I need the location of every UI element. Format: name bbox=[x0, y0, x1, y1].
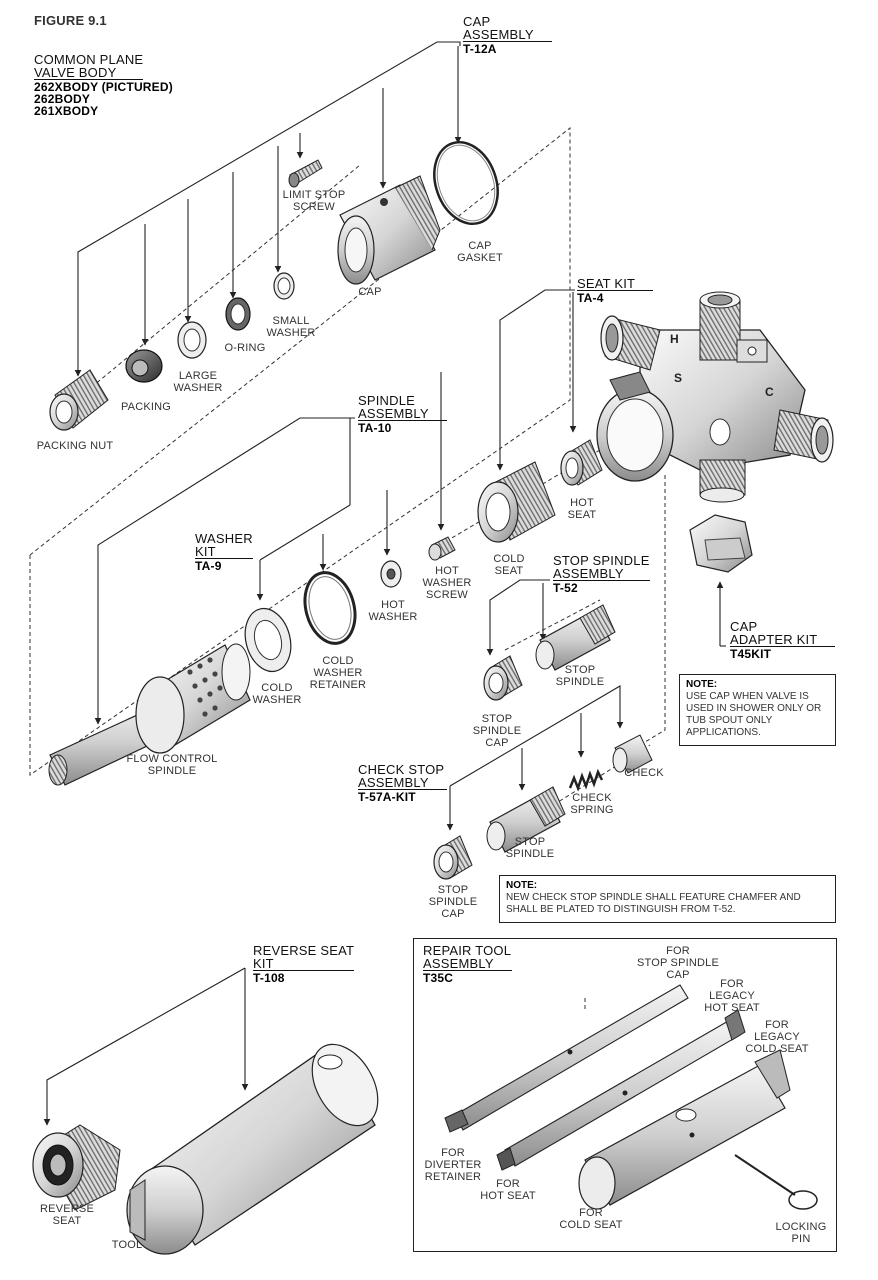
reverse-seat-kit-heading: REVERSE SEAT KIT bbox=[253, 943, 355, 971]
valve-body-heading: COMMON PLANE VALVE BODY bbox=[34, 52, 144, 80]
spindle-assembly-heading: SPINDLE ASSEMBLY bbox=[358, 394, 447, 421]
packing-part bbox=[125, 349, 163, 383]
washer-kit-heading: WASHER KIT bbox=[195, 531, 253, 559]
check-part bbox=[612, 734, 653, 774]
reverse-seat-tool-part bbox=[126, 1043, 379, 1255]
cold-washer-retainer-part bbox=[303, 571, 357, 645]
valve-body-part bbox=[596, 291, 834, 503]
cap-adapter-kit-heading: CAP ADAPTER KIT bbox=[730, 620, 836, 647]
repair-tool-parts bbox=[444, 984, 818, 1210]
cold-marking: C bbox=[765, 385, 774, 399]
stop-spindle-part bbox=[535, 604, 616, 671]
stop-marking: S bbox=[674, 371, 682, 385]
leader-lines bbox=[43, 41, 726, 1126]
o-ring-part bbox=[225, 297, 251, 331]
small-washer-part bbox=[273, 272, 295, 300]
cap-adapter-part bbox=[689, 514, 753, 573]
flow-control-spindle-part bbox=[48, 643, 251, 786]
check-stop-assembly-heading: CHECK STOP ASSEMBLY bbox=[358, 763, 447, 790]
cap-label: CAP bbox=[358, 286, 382, 298]
packing-label: PACKING bbox=[120, 401, 172, 413]
limit-stop-screw-part bbox=[288, 159, 323, 188]
cap-assembly-heading: CAP ASSEMBLY bbox=[463, 15, 552, 42]
stop-spindle-assembly-code: T-52 bbox=[553, 581, 578, 595]
packing-nut-part bbox=[49, 369, 109, 431]
o-ring-label: O-RING bbox=[224, 342, 266, 354]
check-stop-assembly-code: T-57A-KIT bbox=[358, 790, 416, 804]
repair-tool-frame bbox=[413, 938, 837, 1252]
stop-spindle-assembly-heading: STOP SPINDLE ASSEMBLY bbox=[553, 553, 650, 581]
body-markings: H S C bbox=[670, 332, 774, 399]
cap-adapter-kit-code: T45KIT bbox=[730, 647, 772, 661]
hot-washer-screw-part bbox=[428, 536, 456, 561]
check-stop-spindle-part bbox=[486, 786, 566, 853]
hot-washer-part bbox=[380, 560, 402, 588]
figure-number: FIGURE 9.1 bbox=[34, 13, 107, 28]
cap-assembly-code: T-12A bbox=[463, 42, 497, 56]
seat-kit-code: TA-4 bbox=[577, 291, 604, 305]
valve-body-codes: 262XBODY (PICTURED) 262BODY 261XBODY bbox=[34, 80, 173, 118]
reverse-seat-kit-code: T-108 bbox=[253, 971, 285, 985]
stop-spindle-cap-part bbox=[483, 655, 523, 701]
repair-tool-code: T35C bbox=[423, 971, 454, 985]
large-washer-part bbox=[177, 321, 207, 359]
cap-part bbox=[337, 175, 441, 285]
packing-nut-label: PACKING NUT bbox=[36, 440, 114, 452]
repair-tool-heading: REPAIR TOOL ASSEMBLY bbox=[423, 943, 512, 971]
hot-seat-part bbox=[560, 439, 603, 486]
cold-washer-part bbox=[244, 607, 292, 673]
cap-note: NOTE: USE CAP WHEN VALVE IS USED IN SHOW… bbox=[679, 674, 836, 746]
washer-kit-code: TA-9 bbox=[195, 559, 222, 573]
reverse-seat-part bbox=[32, 1124, 121, 1211]
check-label: CHECK bbox=[624, 767, 664, 779]
check-spring-part bbox=[568, 768, 604, 792]
hot-marking: H bbox=[670, 332, 679, 346]
check-note: NOTE: NEW CHECK STOP SPINDLE SHALL FEATU… bbox=[499, 875, 836, 923]
cap-gasket-part bbox=[433, 140, 499, 226]
spindle-assembly-code: TA-10 bbox=[358, 421, 392, 435]
check-stop-spindle-cap-part bbox=[433, 835, 473, 880]
cold-seat-part bbox=[477, 461, 556, 543]
tool-label: TOOL bbox=[111, 1239, 143, 1251]
seat-kit-heading: SEAT KIT bbox=[577, 277, 654, 291]
